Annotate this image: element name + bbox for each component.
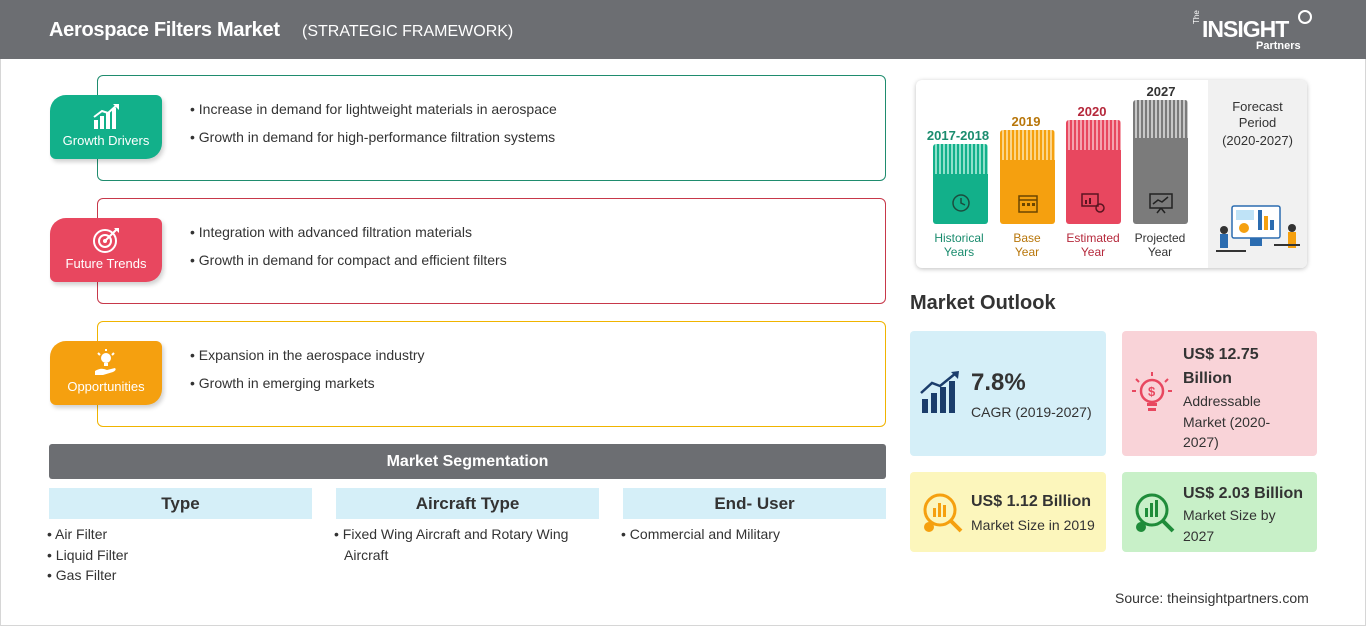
header-bar: Aerospace Filters Market (STRATEGIC FRAM…: [0, 0, 1366, 59]
list-item: Expansion in the aerospace industry: [190, 341, 425, 369]
timeline-label-estimated: Estimated Year: [1058, 231, 1128, 259]
forecast-line-3: (2020-2027): [1222, 133, 1293, 148]
timeline-label-projected: Projected Year: [1125, 231, 1195, 259]
money-search-icon: [923, 493, 963, 533]
list-item: Growth in emerging markets: [190, 369, 425, 397]
market-size-2019-card: US$ 1.12 Billion Market Size in 2019: [910, 472, 1106, 552]
presentation-chart-icon: [1149, 193, 1173, 214]
timeline-label-line: Historical: [934, 231, 984, 245]
insight-partners-logo: The INSIGHT Partners: [1192, 10, 1312, 54]
segment-end-user-heading: End- User: [623, 488, 886, 519]
timeline-year-historical: 2017-2018: [926, 128, 990, 143]
segment-aircraft-type-list: Fixed Wing Aircraft and Rotary Wing Airc…: [334, 524, 596, 565]
market-size-2027-label-line-2: 2027: [1183, 527, 1215, 544]
timeline-label-line: Year: [1147, 245, 1173, 259]
future-trends-badge: Future Trends: [50, 218, 162, 282]
calendar-icon: [1018, 195, 1038, 213]
list-item: Liquid Filter: [47, 545, 307, 566]
list-item: Growth in demand for high-performance fi…: [190, 123, 557, 151]
growth-drivers-list: Increase in demand for lightweight mater…: [190, 95, 557, 151]
timeline-label-historical: Historical Years: [924, 231, 994, 259]
forecast-period-panel: Forecast Period (2020-2027): [1208, 80, 1307, 268]
market-size-2027-label-line-1: Market Size by: [1183, 507, 1276, 523]
segment-end-user-list: Commercial and Military: [621, 524, 883, 545]
list-item: Gas Filter: [47, 565, 307, 586]
growth-drivers-box: Increase in demand for lightweight mater…: [97, 75, 886, 181]
addressable-value-line-2: Billion: [1183, 370, 1232, 387]
market-size-2027-card: US$ 2.03 Billion Market Size by 2027: [1122, 472, 1317, 552]
segment-type-list: Air Filter Liquid Filter Gas Filter: [47, 524, 307, 586]
forecast-line-2: Period: [1238, 115, 1277, 130]
timeline-label-line: Year: [1014, 245, 1040, 259]
segment-type-heading: Type: [49, 488, 312, 519]
cagr-card: 7.8% CAGR (2019-2027): [910, 331, 1106, 456]
logo-insight-text: INSIGHT: [1202, 16, 1289, 42]
source-credit: Source: theinsightpartners.com: [1115, 590, 1309, 606]
market-size-2019-value: US$ 1.12 Billion: [971, 493, 1092, 510]
list-item: Commercial and Military: [621, 524, 883, 545]
addressable-value-line-1: US$ 12.75: [1183, 346, 1259, 363]
timeline-bar-historical: [933, 144, 988, 224]
opportunities-box: Expansion in the aerospace industry Grow…: [97, 321, 886, 427]
history-clock-icon: [952, 194, 970, 212]
timeline-year-estimated: 2020: [1077, 104, 1107, 119]
timeline-year-base: 2019: [1011, 114, 1041, 129]
addressable-label-line-2: Market (2020-: [1183, 413, 1271, 430]
lightbulb-hand-icon: [50, 349, 162, 377]
list-item: Growth in demand for compact and efficie…: [190, 246, 507, 274]
timeline-bar-base: [1000, 130, 1055, 224]
timeline-label-line: Years: [943, 245, 975, 259]
opportunities-badge: Opportunities: [50, 341, 162, 405]
opportunities-label: Opportunities: [67, 379, 145, 394]
bar-chart-growth-icon: [50, 103, 162, 131]
list-item: Air Filter: [47, 524, 307, 545]
timeline-label-line: Projected: [1134, 231, 1186, 245]
logo-the-text: The: [1192, 10, 1201, 24]
analytics-gear-icon: [1081, 193, 1105, 213]
analyst-dashboard-icon: [1214, 200, 1302, 256]
market-size-2019-label: Market Size in 2019: [971, 517, 1095, 533]
timeline-label-line: Base: [1013, 231, 1041, 245]
page-subtitle: (STRATEGIC FRAMEWORK): [302, 23, 514, 40]
timeline-label-line: Estimated: [1066, 231, 1120, 245]
money-bulb-icon: $: [1132, 372, 1172, 411]
future-trends-list: Integration with advanced filtration mat…: [190, 218, 507, 274]
market-size-2027-value: US$ 2.03 Billion: [1183, 485, 1304, 502]
growth-drivers-badge: Growth Drivers: [50, 95, 162, 159]
money-growth-search-icon: [1135, 493, 1175, 533]
cagr-value: 7.8%: [971, 369, 1026, 396]
market-segmentation-heading: Market Segmentation: [49, 444, 886, 479]
forecast-line-1: Forecast: [1232, 99, 1283, 114]
timeline-bar-projected: [1133, 100, 1188, 224]
timeline-year-projected: 2027: [1146, 84, 1176, 99]
target-icon: [50, 226, 162, 254]
addressable-label-line-3: 2027): [1183, 434, 1219, 450]
list-item: Integration with advanced filtration mat…: [190, 218, 507, 246]
logo-partners-text: Partners: [1256, 40, 1301, 52]
growth-drivers-label: Growth Drivers: [62, 133, 150, 148]
future-trends-label: Future Trends: [65, 256, 147, 271]
timeline-label-base: Base Year: [992, 231, 1062, 259]
timeline-bar-estimated: [1066, 120, 1121, 224]
svg-text:$: $: [1148, 384, 1156, 399]
opportunities-list: Expansion in the aerospace industry Grow…: [190, 341, 425, 397]
cagr-label: CAGR (2019-2027): [971, 404, 1092, 420]
logo-circle-icon: [1298, 10, 1312, 24]
future-trends-box: Integration with advanced filtration mat…: [97, 198, 886, 304]
timeline-card: Forecast Period (2020-2027) 2017-: [916, 80, 1307, 268]
growth-chart-icon: [920, 371, 959, 413]
addressable-label-line-1: Addressable: [1183, 393, 1261, 409]
market-outlook-title: Market Outlook: [910, 292, 1056, 314]
list-item: Increase in demand for lightweight mater…: [190, 95, 557, 123]
segment-aircraft-type-heading: Aircraft Type: [336, 488, 599, 519]
addressable-market-card: $ US$ 12.75 Billion Addressable Market (…: [1122, 331, 1317, 456]
timeline-label-line: Year: [1080, 245, 1106, 259]
list-item: Fixed Wing Aircraft and Rotary Wing Airc…: [334, 524, 596, 565]
page-title: Aerospace Filters Market: [49, 19, 280, 41]
